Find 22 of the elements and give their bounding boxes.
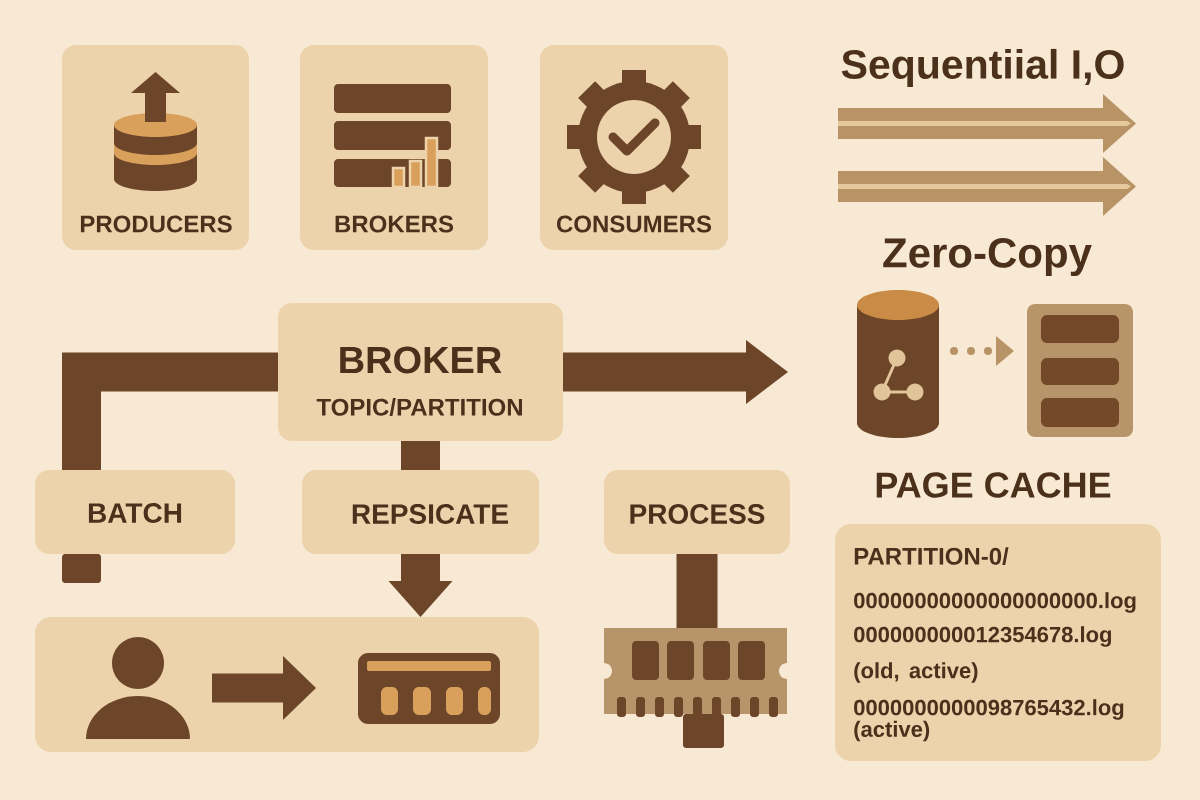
arrow (212, 656, 316, 720)
memory-drawing (1027, 304, 1133, 437)
card-drawing (358, 653, 500, 724)
arrow (388, 554, 453, 617)
arrow (563, 340, 788, 404)
step-box: REPSICATE (302, 470, 539, 554)
folder-path: PARTITION-0/ (854, 547, 1009, 566)
section-heading: Zero-Copy (883, 238, 1092, 276)
connector-line (676, 554, 718, 628)
file-note: (old, active) (854, 662, 978, 683)
step-box: PROCESS (604, 470, 790, 554)
section-heading: Sequentiial I,O (841, 48, 1124, 88)
dotted-arrow (950, 336, 1014, 366)
step-box: BATCH (35, 470, 235, 554)
process-box: BROKER TOPIC/PARTITION (278, 303, 563, 441)
file-name: 000000000012354678.log (854, 626, 1111, 647)
section-heading: PAGE CACHE (876, 472, 1111, 498)
connector-line (401, 441, 440, 470)
file-name: 0000000000098765432.log (active) (854, 699, 1124, 742)
person-icon (86, 637, 190, 739)
ram-module-drawing (604, 628, 787, 717)
file-name: 00000000000000000000.log (854, 592, 1136, 613)
